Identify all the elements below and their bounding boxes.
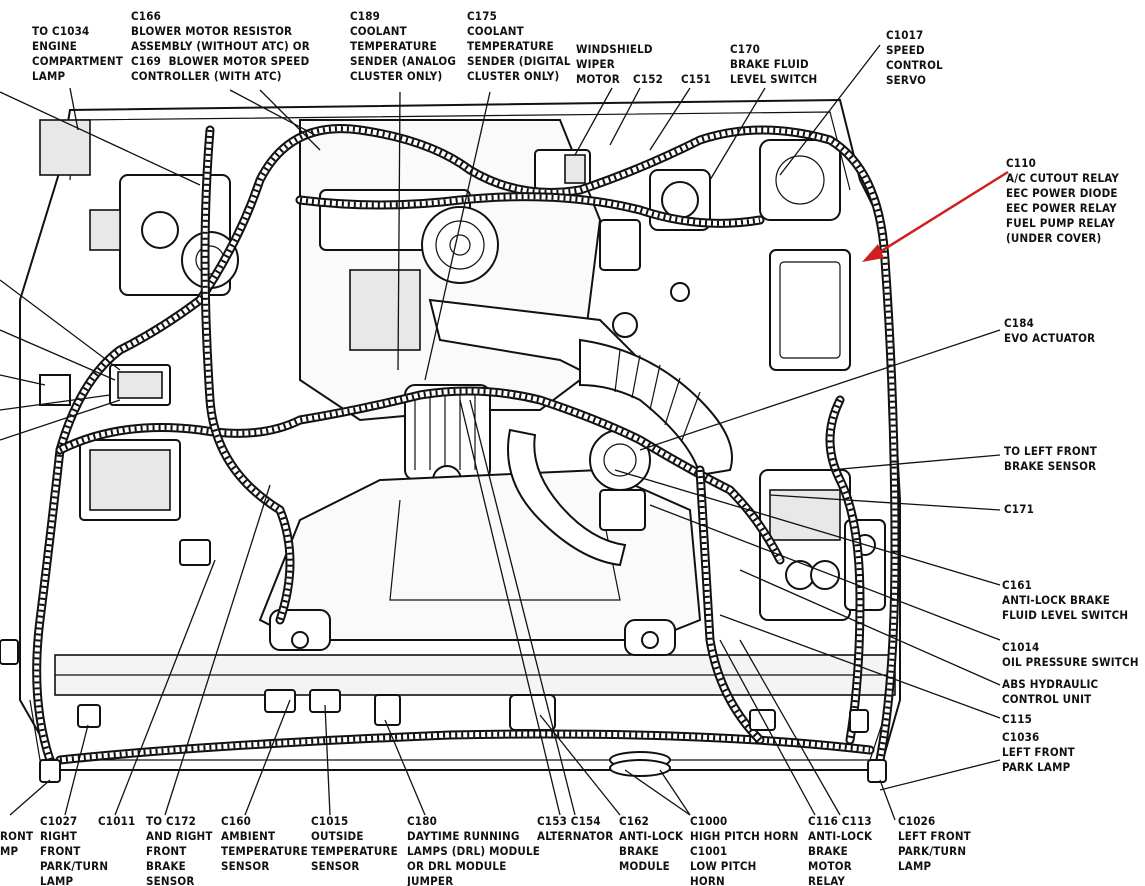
label-c160: C160 AMBIENT TEMPERATURE SENSOR	[221, 814, 308, 873]
label-left-front-brake-sensor: TO LEFT FRONT BRAKE SENSOR	[1004, 444, 1097, 473]
label-c1011: C1011	[98, 814, 136, 828]
label-c162: C162 ANTI-LOCK BRAKE MODULE	[619, 814, 684, 873]
label-windshield-wiper-motor: WINDSHIELD WIPER MOTOR	[576, 42, 653, 86]
label-c110: C110 A/C CUTOUT RELAY EEC POWER DIODE EE…	[1006, 156, 1120, 245]
label-c1017: C1017 SPEED CONTROL SERVO	[886, 28, 943, 87]
label-c171: C171	[1004, 502, 1034, 516]
intake-duct	[579, 338, 733, 477]
label-c166: C166 BLOWER MOTOR RESISTOR ASSEMBLY (WIT…	[131, 9, 310, 83]
label-c161: C161 ANTI-LOCK BRAKE FLUID LEVEL SWITCH	[1002, 578, 1129, 622]
red-pointer-arrow	[862, 170, 1009, 262]
label-c1027: C1027 RIGHT FRONT PARK/TURN LAMP	[40, 814, 109, 886]
label-c189: C189 COOLANT TEMPERATURE SENDER (ANALOG …	[350, 9, 457, 83]
horn-assembly	[609, 751, 671, 777]
label-abs-hydraulic: ABS HYDRAULIC CONTROL UNIT	[1002, 677, 1099, 706]
label-c180: C180 DAYTIME RUNNING LAMPS (DRL) MODULE …	[407, 814, 541, 886]
label-c172: TO C172 AND RIGHT FRONT BRAKE SENSOR	[146, 814, 213, 886]
label-c1000-c1001: C1000 HIGH PITCH HORN C1001 LOW PITCH HO…	[690, 814, 799, 886]
label-c170: C170 BRAKE FLUID LEVEL SWITCH	[730, 42, 818, 86]
label-c1036: C1036 LEFT FRONT PARK LAMP	[1002, 730, 1075, 774]
label-c153-c154: C153 C154 ALTERNATOR	[537, 814, 614, 843]
radiator-hose	[507, 428, 627, 567]
alternator	[404, 384, 491, 495]
leader-lines	[0, 44, 1001, 821]
wiring-harness	[32, 124, 900, 765]
left-relay-block	[39, 364, 181, 521]
label-cut-front: RONT MP	[0, 829, 34, 858]
label-c175: C175 COOLANT TEMPERATURE SENDER (DIGITAL…	[467, 9, 571, 83]
wiper-motor	[534, 149, 591, 191]
label-c116-c113: C116 C113 ANTI-LOCK BRAKE MOTOR RELAY	[808, 814, 873, 886]
speed-control-servo	[759, 139, 841, 221]
corner-connectors	[0, 539, 887, 783]
label-c1034: TO C1034 ENGINE COMPARTMENT LAMP	[32, 24, 124, 83]
relay-cover-box	[769, 249, 851, 371]
label-c115: C115	[1002, 712, 1032, 726]
label-c1015: C1015 OUTSIDE TEMPERATURE SENSOR	[311, 814, 398, 873]
label-c152: C152	[633, 72, 663, 86]
label-c151: C151	[681, 72, 711, 86]
label-c1026: C1026 LEFT FRONT PARK/TURN LAMP	[898, 814, 971, 873]
label-c184: C184 EVO ACTUATOR	[1004, 316, 1096, 345]
oil-pan-lower	[258, 468, 702, 656]
label-c1014: C1014 OIL PRESSURE SWITCH	[1002, 640, 1139, 669]
